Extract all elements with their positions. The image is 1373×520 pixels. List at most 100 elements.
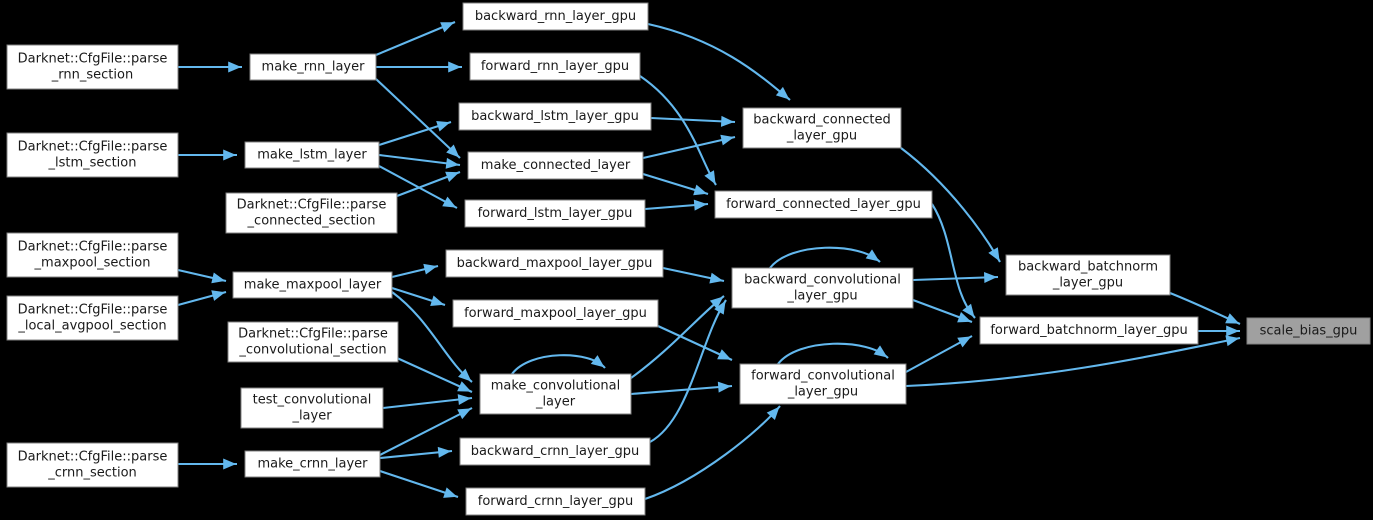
node-label: _crnn_section — [47, 466, 137, 481]
node-box[interactable] — [458, 102, 652, 131]
node-forward_maxpool_layer_gpu[interactable]: forward_maxpool_layer_gpu — [452, 299, 659, 328]
node-parse_crnn[interactable]: Darknet::CfgFile::parse_crnn_section — [6, 442, 179, 488]
node-forward_connected_layer_gpu[interactable]: forward_connected_layer_gpu — [714, 190, 933, 219]
node-label: Darknet::CfgFile::parse — [237, 198, 387, 213]
node-forward_rnn_layer_gpu[interactable]: forward_rnn_layer_gpu — [469, 52, 641, 81]
edge-arrowhead — [714, 300, 726, 315]
node-make_maxpool_layer[interactable]: make_maxpool_layer — [232, 271, 393, 299]
node-make_lstm_layer[interactable]: make_lstm_layer — [244, 141, 380, 169]
edge-make_convolutional_layer-to-backward_convolutional_layer_gpu — [630, 295, 725, 379]
edge-make_maxpool_layer-to-make_convolutional_layer — [391, 291, 473, 383]
node-forward_convolutional_layer_gpu[interactable]: forward_convolutional_layer_gpu — [739, 363, 907, 405]
edge-forward_rnn_layer_gpu-to-forward_connected_layer_gpu — [639, 75, 717, 186]
node-box[interactable] — [465, 487, 646, 516]
node-box[interactable] — [452, 299, 659, 328]
node-backward_rnn_layer_gpu[interactable]: backward_rnn_layer_gpu — [462, 2, 649, 31]
edge-arrowhead — [873, 345, 888, 358]
node-box[interactable] — [979, 316, 1199, 345]
edge-forward_convolutional_layer_gpu-to-forward_batchnorm_layer_gpu — [905, 335, 973, 373]
node-parse_lstm[interactable]: Darknet::CfgFile::parse_lstm_section — [6, 132, 179, 178]
node-backward_connected_layer_gpu[interactable]: backward_connected_layer_gpu — [742, 107, 902, 149]
node-box[interactable] — [240, 387, 384, 429]
edge-arrowhead — [437, 446, 452, 458]
edge-forward_maxpool_layer_gpu-to-forward_convolutional_layer_gpu — [657, 325, 733, 361]
node-backward_batchnorm_layer_gpu[interactable]: backward_batchnorm_layer_gpu — [1005, 254, 1171, 296]
node-make_convolutional_layer[interactable]: make_convolutional_layer — [479, 373, 632, 415]
node-forward_crnn_layer_gpu[interactable]: forward_crnn_layer_gpu — [465, 487, 646, 516]
node-label: backward_lstm_layer_gpu — [471, 109, 639, 124]
node-test_convolutional_layer[interactable]: test_convolutional_layer — [240, 387, 384, 429]
node-box[interactable] — [469, 52, 641, 81]
edge-make_crnn_layer-to-backward_crnn_layer_gpu — [379, 446, 453, 460]
edge-arrowhead — [457, 381, 472, 392]
edge-parse_rnn-to-make_rnn_layer — [178, 61, 242, 73]
node-forward_batchnorm_layer_gpu[interactable]: forward_batchnorm_layer_gpu — [979, 316, 1199, 345]
node-box[interactable] — [1005, 254, 1171, 296]
node-parse_local_avgpool[interactable]: Darknet::CfgFile::parse_local_avgpool_se… — [6, 295, 179, 341]
node-make_crnn_layer[interactable]: make_crnn_layer — [244, 450, 381, 478]
edge-arrowhead — [446, 144, 460, 158]
node-box[interactable] — [6, 232, 179, 278]
edge-forward_connected_layer_gpu-to-forward_batchnorm_layer_gpu — [931, 203, 976, 319]
node-label: make_lstm_layer — [257, 148, 367, 163]
edge-backward_convolutional_layer_gpu-to-backward_batchnorm_layer_gpu — [912, 271, 999, 283]
node-box[interactable] — [244, 141, 380, 169]
node-parse_rnn[interactable]: Darknet::CfgFile::parse_rnn_section — [6, 44, 179, 90]
edge-backward_rnn_layer_gpu-to-backward_connected_layer_gpu — [647, 22, 791, 101]
node-box[interactable] — [479, 373, 632, 415]
node-backward_lstm_layer_gpu[interactable]: backward_lstm_layer_gpu — [458, 102, 652, 131]
edge-arrowhead — [443, 487, 458, 498]
edge-arrowhead — [962, 303, 975, 318]
node-box[interactable] — [232, 271, 393, 299]
node-make_rnn_layer[interactable]: make_rnn_layer — [249, 53, 377, 81]
node-box[interactable] — [731, 267, 914, 309]
edge-arrowhead — [423, 263, 438, 275]
edge-arrowhead — [448, 61, 462, 73]
node-backward_maxpool_layer_gpu[interactable]: backward_maxpool_layer_gpu — [445, 249, 664, 278]
node-box[interactable] — [244, 450, 381, 478]
edge-arrowhead — [988, 247, 1000, 262]
node-box[interactable] — [6, 132, 179, 178]
edge-arrowhead — [865, 249, 880, 262]
node-label: forward_crnn_layer_gpu — [478, 494, 633, 509]
edge-make_connected_layer-to-backward_connected_layer_gpu — [642, 134, 736, 160]
node-box[interactable] — [742, 107, 902, 149]
edge-arrowhead — [957, 336, 972, 348]
edge-arrowhead — [984, 271, 998, 283]
node-box[interactable] — [445, 249, 664, 278]
node-make_connected_layer[interactable]: make_connected_layer — [467, 151, 644, 180]
node-box[interactable] — [1246, 317, 1371, 345]
node-box[interactable] — [6, 295, 179, 341]
node-label: Darknet::CfgFile::parse — [18, 52, 168, 67]
node-parse_connected[interactable]: Darknet::CfgFile::parse_connected_sectio… — [225, 192, 398, 234]
edge-backward_convolutional_layer_gpu-to-forward_batchnorm_layer_gpu — [912, 299, 973, 323]
edge-parse_connected-to-make_connected_layer — [396, 171, 461, 197]
node-box[interactable] — [6, 442, 179, 488]
node-box[interactable] — [225, 192, 398, 234]
node-backward_convolutional_layer_gpu[interactable]: backward_convolutional_layer_gpu — [731, 267, 914, 309]
node-forward_lstm_layer_gpu[interactable]: forward_lstm_layer_gpu — [464, 199, 646, 228]
node-scale_bias_gpu[interactable]: scale_bias_gpu — [1246, 317, 1371, 345]
node-box[interactable] — [464, 199, 646, 228]
node-box[interactable] — [714, 190, 933, 219]
node-box[interactable] — [227, 321, 399, 363]
edge-arrowhead — [440, 22, 455, 33]
node-box[interactable] — [6, 44, 179, 90]
edge-arrowhead — [704, 170, 716, 185]
node-label: Darknet::CfgFile::parse — [18, 140, 168, 155]
node-label: make_crnn_layer — [257, 457, 368, 472]
node-backward_crnn_layer_gpu[interactable]: backward_crnn_layer_gpu — [459, 437, 651, 466]
edge-arrowhead — [590, 355, 605, 368]
node-box[interactable] — [249, 53, 377, 81]
node-label: _layer_gpu — [787, 385, 858, 400]
node-parse_convolutional[interactable]: Darknet::CfgFile::parse_convolutional_se… — [227, 321, 399, 363]
node-box[interactable] — [467, 151, 644, 180]
edge-arrowhead — [211, 290, 226, 301]
node-box[interactable] — [459, 437, 651, 466]
node-box[interactable] — [462, 2, 649, 31]
edge-test_convolutional_layer-to-make_convolutional_layer — [382, 394, 473, 410]
node-parse_maxpool[interactable]: Darknet::CfgFile::parse_maxpool_section — [6, 232, 179, 278]
node-label: backward_rnn_layer_gpu — [475, 9, 636, 24]
node-box[interactable] — [739, 363, 907, 405]
edge-backward_connected_layer_gpu-to-backward_batchnorm_layer_gpu — [900, 147, 1001, 263]
